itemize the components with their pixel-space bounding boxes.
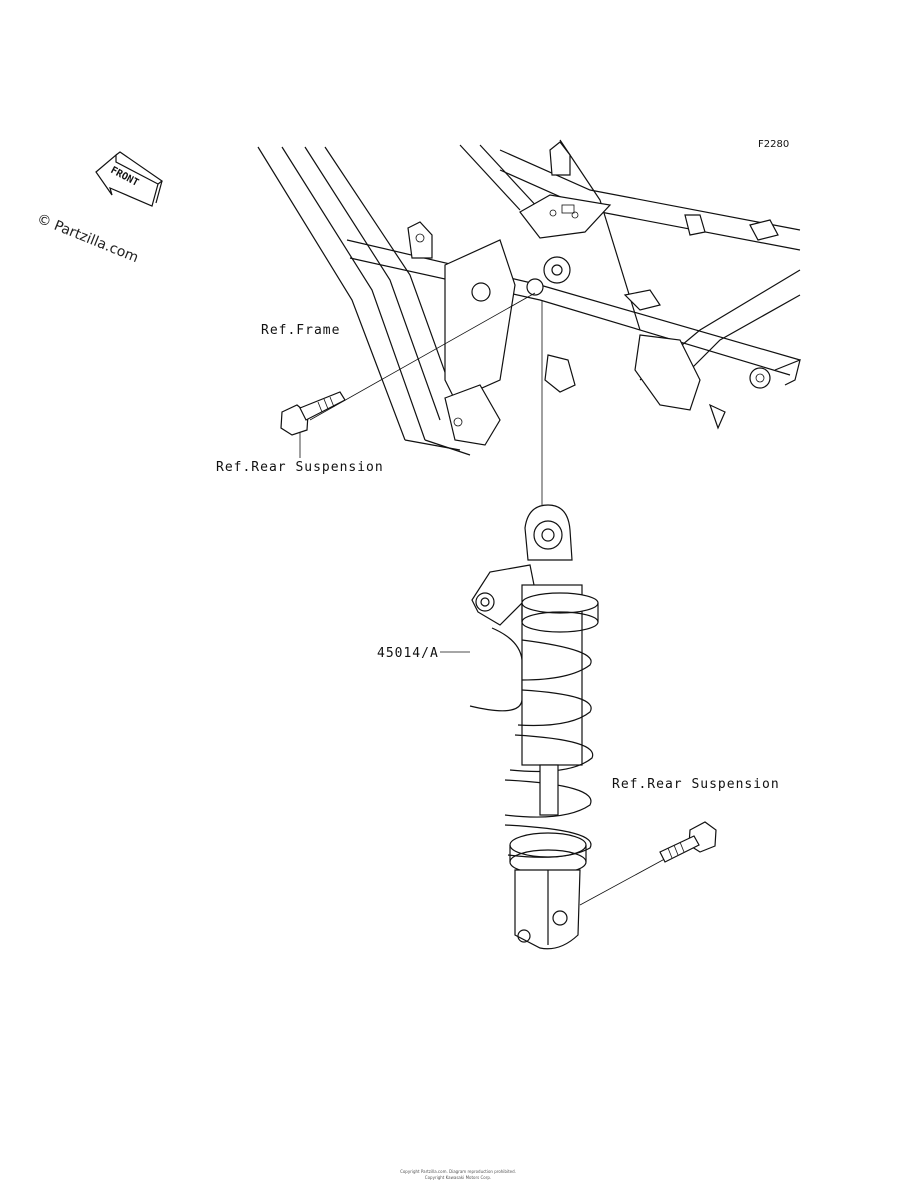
label-ref-rear-suspension-top[interactable]: Ref.Rear Suspension: [216, 460, 384, 475]
frame-drawing: [257, 139, 801, 456]
watermark: © Partzilla.com: [35, 211, 141, 266]
upper-bolt-icon: [280, 391, 346, 436]
shock-absorber-icon: [469, 504, 599, 950]
label-ref-frame[interactable]: Ref.Frame: [261, 323, 340, 338]
figure-code: F2280: [758, 139, 789, 150]
footer-line-2: Copyright Kawasaki Motors Corp.: [425, 1175, 491, 1180]
label-part-number[interactable]: 45014/A: [377, 646, 439, 661]
label-ref-rear-suspension-bottom[interactable]: Ref.Rear Suspension: [612, 777, 780, 792]
leader-lines: [299, 292, 673, 906]
footer-line-1: Copyright Partzilla.com. Diagram reprodu…: [400, 1169, 516, 1174]
lower-bolt-icon: [659, 821, 717, 863]
front-arrow-icon: FRONT: [95, 151, 164, 207]
